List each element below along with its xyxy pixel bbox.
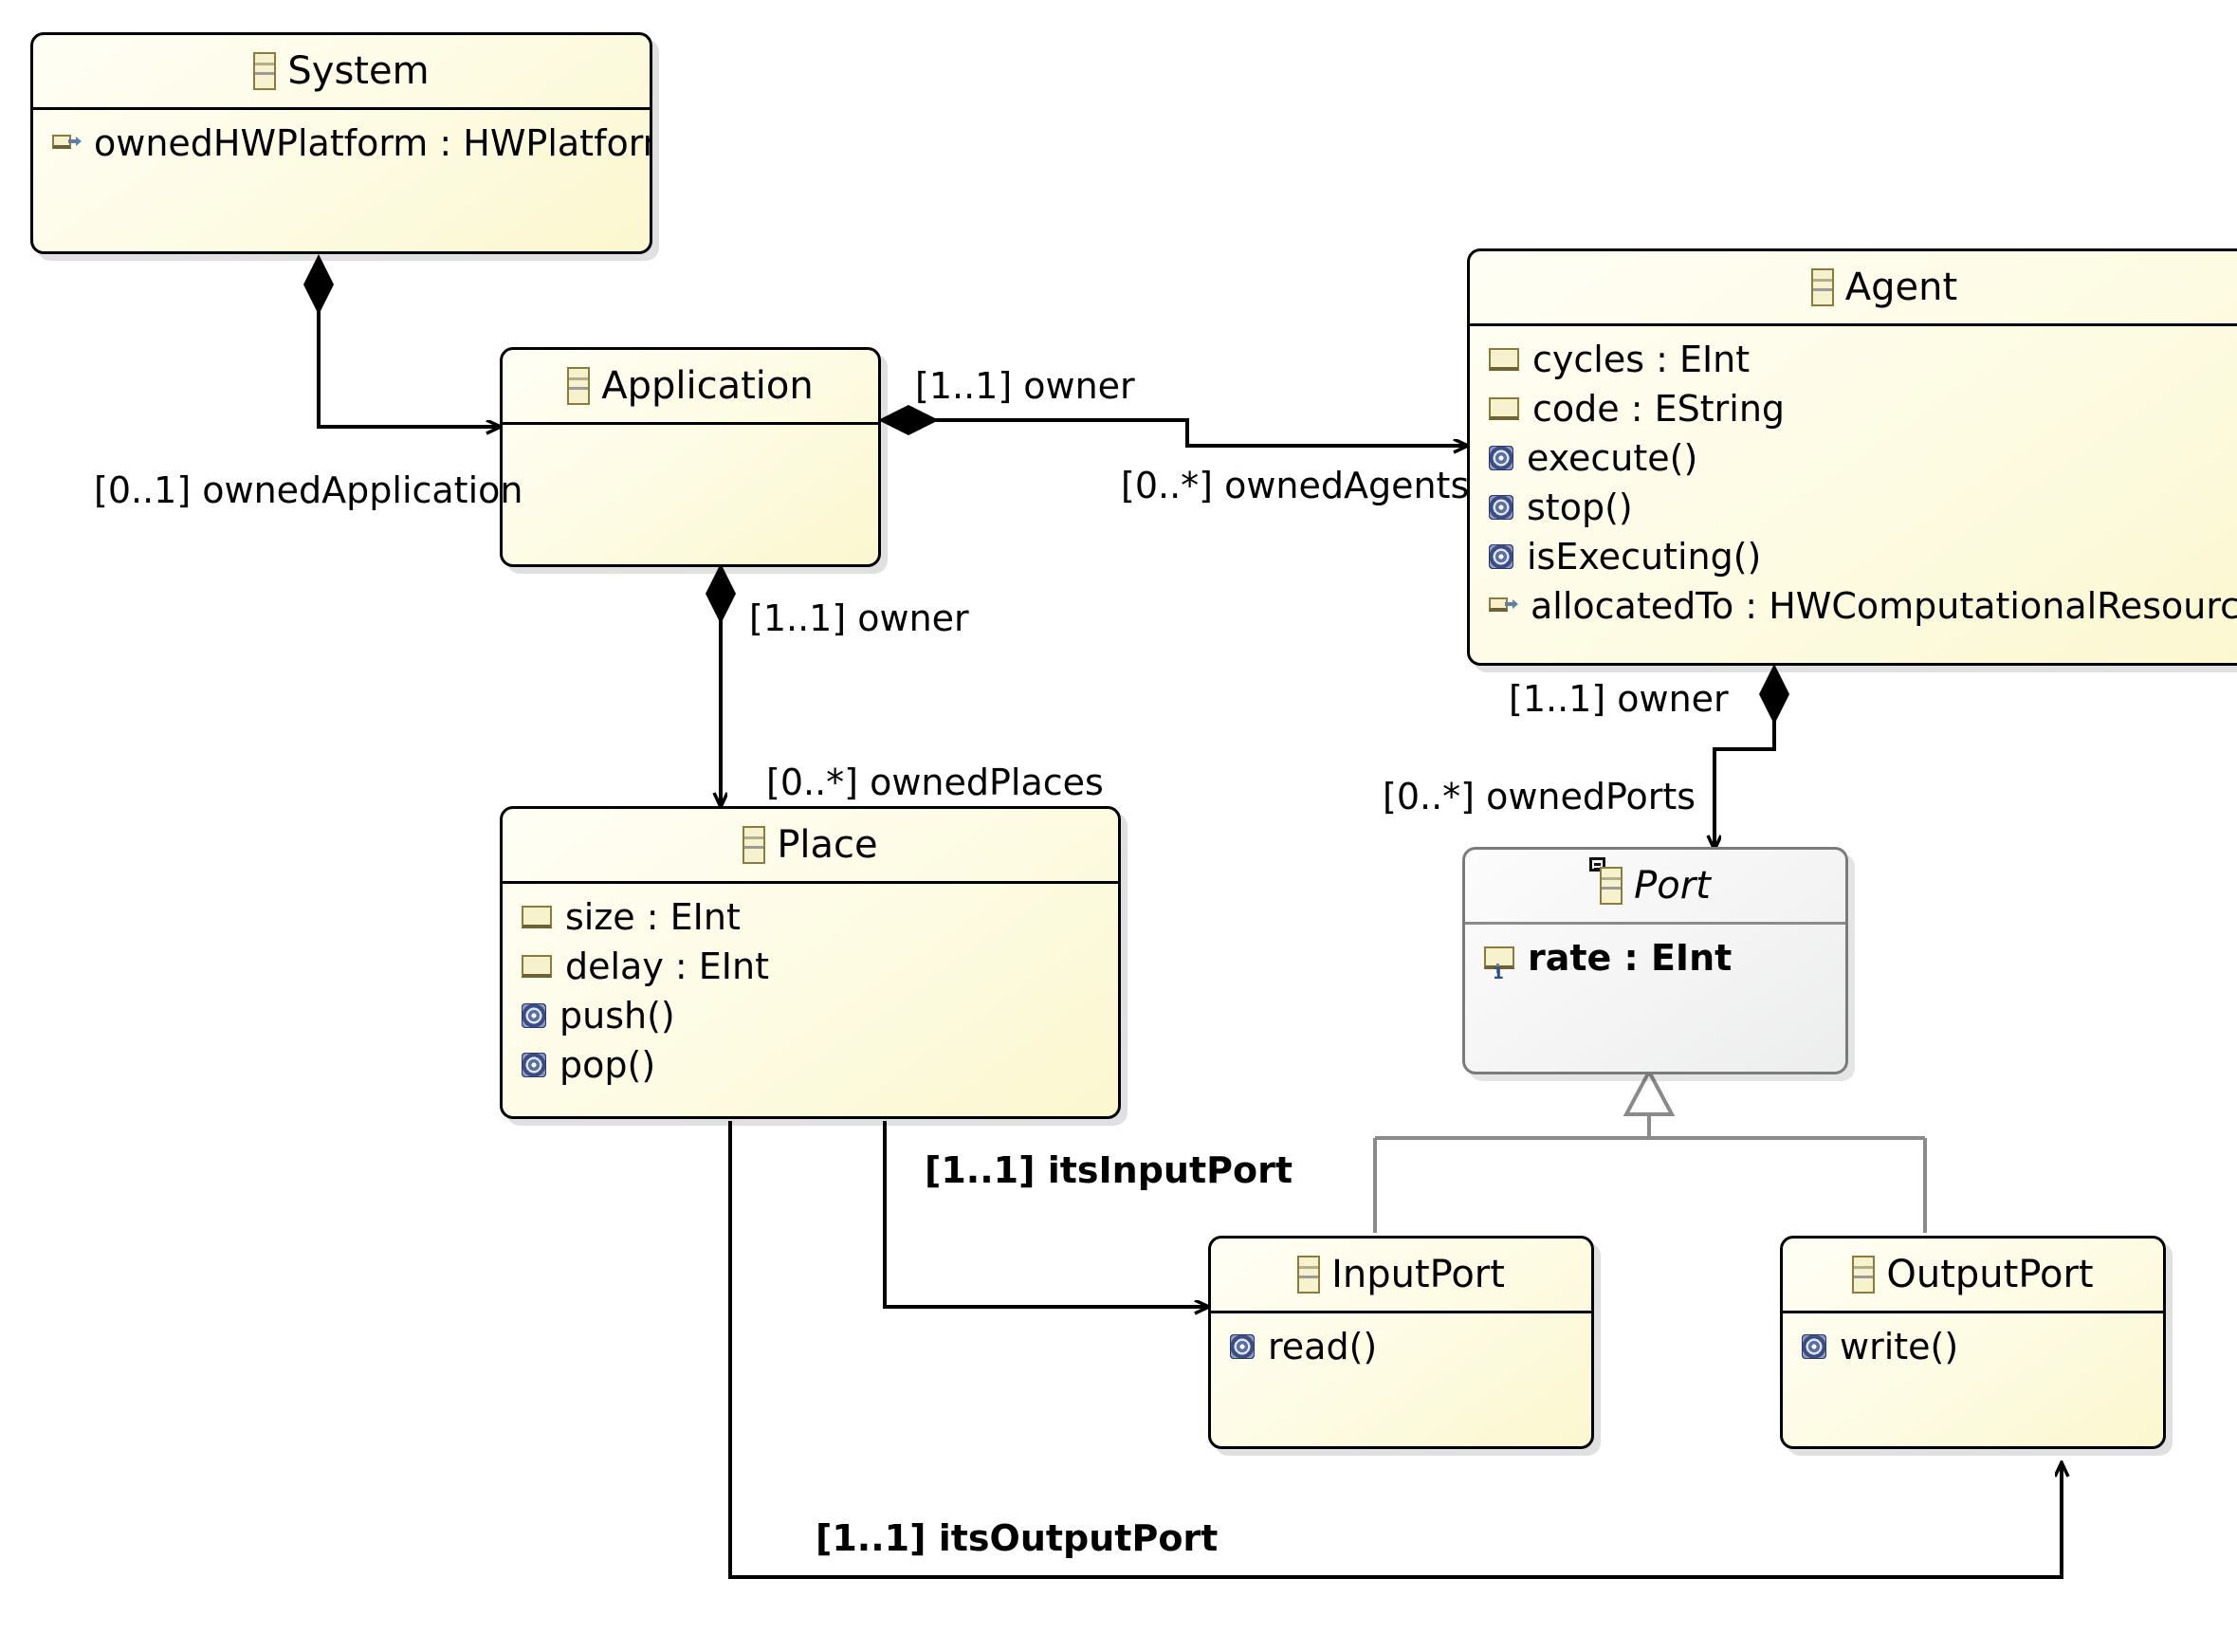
feature-label: size : EInt xyxy=(565,896,741,938)
class-box-application[interactable]: Application xyxy=(500,347,881,567)
feature-row[interactable]: allocatedTo : HWComputationalResource xyxy=(1470,581,2237,631)
feature-row[interactable]: pop() xyxy=(503,1040,1118,1090)
operation-icon xyxy=(1489,495,1513,520)
class-name-place: Place xyxy=(777,823,878,867)
edge-label-owner-application-place: [1..1] owner xyxy=(749,597,969,639)
class-icon xyxy=(253,52,277,90)
edge-generalization-port xyxy=(1373,1067,1927,1233)
class-header-inputport: InputPort xyxy=(1211,1239,1591,1313)
class-name-port: Port xyxy=(1634,864,1711,908)
class-box-agent[interactable]: Agent cycles : EInt code : EString execu… xyxy=(1467,248,2237,666)
feature-row[interactable]: delay : EInt xyxy=(503,942,1118,991)
feature-label: push() xyxy=(559,995,675,1037)
abstract-class-icon xyxy=(1589,857,1623,905)
class-box-port[interactable]: Port 1 rate : EInt xyxy=(1462,847,1848,1074)
class-body-outputport: write() xyxy=(1783,1313,2163,1371)
feature-row[interactable]: stop() xyxy=(1470,483,2237,532)
class-icon xyxy=(1810,268,1834,306)
class-body-system: ownedHWPlatform : HWPlatform xyxy=(33,110,650,168)
feature-row[interactable]: ownedHWPlatform : HWPlatform xyxy=(33,119,650,168)
edge-label-owner-application-agent: [1..1] owner xyxy=(915,365,1135,407)
edge-label-ownedApplication: [0..1] ownedApplication xyxy=(94,469,523,511)
edge-label-ownedPlaces: [0..*] ownedPlaces xyxy=(766,762,1104,803)
operation-icon xyxy=(1802,1334,1826,1359)
class-name-agent: Agent xyxy=(1844,266,1958,309)
reference-icon xyxy=(1489,597,1518,615)
class-box-inputport[interactable]: InputPort read() xyxy=(1208,1236,1594,1449)
class-header-application: Application xyxy=(503,350,878,425)
class-name-application: Application xyxy=(601,364,814,408)
feature-label: execute() xyxy=(1527,437,1698,479)
feature-label: cycles : EInt xyxy=(1532,339,1751,380)
feature-label: allocatedTo : HWComputationalResource xyxy=(1531,585,2237,627)
edge-application-ownedPlaces xyxy=(706,563,736,806)
class-icon xyxy=(567,367,591,405)
feature-row[interactable]: read() xyxy=(1211,1322,1591,1371)
reference-icon xyxy=(52,134,82,153)
feature-row[interactable]: execute() xyxy=(1470,433,2237,483)
attribute-icon-1: 1 xyxy=(1484,946,1514,983)
class-name-outputport: OutputPort xyxy=(1886,1253,2094,1296)
operation-icon xyxy=(522,1003,546,1028)
edge-label-owner-agent-port: [1..1] owner xyxy=(1509,678,1729,720)
class-header-outputport: OutputPort xyxy=(1783,1239,2163,1313)
class-body-agent: cycles : EInt code : EString execute() s… xyxy=(1470,326,2237,631)
feature-label: pop() xyxy=(559,1044,656,1086)
operation-icon xyxy=(1489,446,1513,470)
attribute-icon xyxy=(1489,348,1519,371)
edge-system-ownedApplication xyxy=(303,254,500,427)
edge-application-ownedAgents xyxy=(878,405,1467,446)
feature-row[interactable]: size : EInt xyxy=(503,892,1118,942)
operation-icon xyxy=(522,1053,546,1077)
class-icon xyxy=(743,826,766,864)
attribute-icon xyxy=(522,955,552,978)
feature-row[interactable]: write() xyxy=(1783,1322,2163,1371)
class-body-port: 1 rate : EInt xyxy=(1465,925,1845,983)
feature-label: write() xyxy=(1840,1326,1959,1367)
class-body-application xyxy=(503,425,878,433)
edge-label-ownedPorts: [0..*] ownedPorts xyxy=(1383,776,1696,817)
class-icon xyxy=(1852,1256,1876,1294)
feature-row[interactable]: isExecuting() xyxy=(1470,532,2237,581)
feature-row[interactable]: cycles : EInt xyxy=(1470,335,2237,384)
class-box-outputport[interactable]: OutputPort write() xyxy=(1780,1236,2166,1449)
class-body-inputport: read() xyxy=(1211,1313,1591,1371)
feature-label: ownedHWPlatform : HWPlatform xyxy=(94,122,652,164)
class-header-system: System xyxy=(33,35,650,110)
attribute-icon xyxy=(522,906,552,928)
class-header-port: Port xyxy=(1465,850,1845,925)
feature-label: stop() xyxy=(1527,486,1633,528)
feature-label: code : EString xyxy=(1532,388,1786,430)
operation-icon xyxy=(1230,1334,1255,1359)
edge-label-itsInputPort: [1..1] itsInputPort xyxy=(925,1149,1293,1191)
class-name-system: System xyxy=(287,49,430,93)
feature-label: delay : EInt xyxy=(565,945,769,987)
operation-icon xyxy=(1489,544,1513,569)
feature-label: rate : EInt xyxy=(1528,937,1733,979)
class-body-place: size : EInt delay : EInt push() pop() xyxy=(503,884,1118,1090)
attribute-icon xyxy=(1489,397,1519,420)
feature-row[interactable]: push() xyxy=(503,991,1118,1040)
feature-row[interactable]: code : EString xyxy=(1470,384,2237,433)
class-box-system[interactable]: System ownedHWPlatform : HWPlatform xyxy=(30,32,652,254)
class-icon xyxy=(1297,1256,1321,1294)
class-name-inputport: InputPort xyxy=(1331,1253,1505,1296)
feature-row[interactable]: 1 rate : EInt xyxy=(1465,933,1845,983)
class-box-place[interactable]: Place size : EInt delay : EInt push() po… xyxy=(500,806,1121,1119)
feature-label: read() xyxy=(1268,1326,1378,1367)
edge-label-ownedAgents: [0..*] ownedAgents xyxy=(1121,465,1470,506)
class-header-place: Place xyxy=(503,809,1118,884)
edge-label-itsOutputPort: [1..1] itsOutputPort xyxy=(816,1517,1219,1559)
feature-label: isExecuting() xyxy=(1527,536,1762,578)
class-header-agent: Agent xyxy=(1470,251,2237,326)
